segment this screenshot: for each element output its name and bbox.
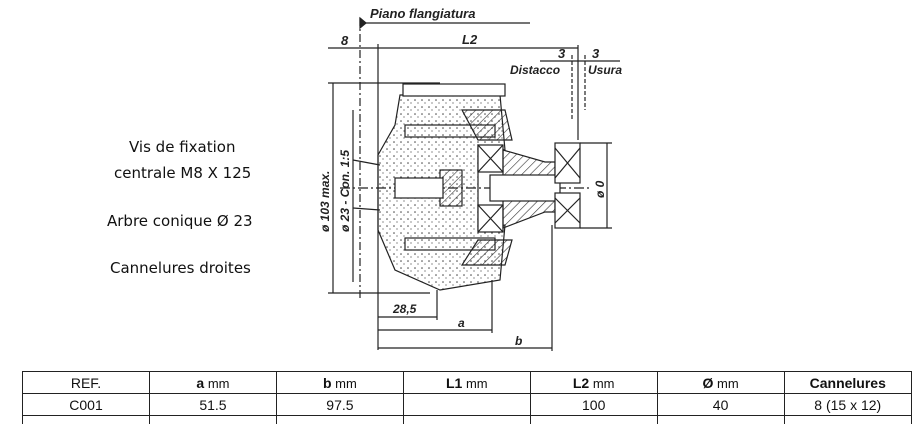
table-header-row: REF. a mm b mm L1 mm L2 mm Ø mm Cannelur… — [22, 371, 913, 394]
stub-cell — [529, 415, 658, 424]
header-splines: Cannelures — [783, 371, 913, 394]
cell-l2: 100 — [529, 393, 658, 416]
specs-table: REF. a mm b mm L1 mm L2 mm Ø mm Cannelur… — [22, 371, 913, 424]
label-dim-a: a — [458, 316, 465, 330]
table-row-partial — [22, 415, 913, 424]
table-row: C001 51.5 97.5 100 40 8 (15 x 12) — [22, 393, 913, 416]
cell-l1 — [402, 393, 531, 416]
technical-drawing: Piano flangiatura 8 L2 3 3 Distacco Usur… — [318, 6, 622, 351]
header-b-unit: mm — [331, 375, 357, 391]
header-l2-label: L2 — [572, 374, 590, 391]
header-l1-label: L1 — [446, 374, 463, 391]
stub-cell — [783, 415, 913, 424]
note-central-screw: centrale M8 X 125 — [114, 164, 252, 182]
note-conical-shaft: Arbre conique Ø 23 — [107, 212, 253, 230]
header-diameter: Ø mm — [656, 371, 785, 394]
stub-cell — [22, 415, 150, 424]
label-flange-plane: Piano flangiatura — [370, 6, 475, 21]
header-b-label: b — [322, 374, 332, 391]
header-l2: L2 mm — [529, 371, 658, 394]
header-a: a mm — [149, 371, 277, 394]
label-dim-3-usura: 3 — [592, 46, 600, 61]
header-diameter-label: Ø — [702, 374, 714, 391]
label-distacco: Distacco — [510, 63, 560, 77]
cell-ref: C001 — [22, 393, 150, 416]
header-l2-unit: mm — [589, 375, 615, 391]
header-b: b mm — [275, 371, 404, 394]
header-splines-label: Cannelures — [809, 374, 886, 391]
cell-splines: 8 (15 x 12) — [783, 393, 913, 416]
label-dia-0: ø 0 — [593, 180, 607, 198]
label-dim-3-distacco: 3 — [558, 46, 566, 61]
stub-cell — [275, 415, 404, 424]
stub-cell — [149, 415, 277, 424]
label-usura: Usura — [588, 63, 622, 77]
label-dim-8: 8 — [341, 33, 349, 48]
header-diameter-unit: mm — [713, 375, 739, 391]
label-dim-b: b — [515, 334, 522, 348]
cell-a: 51.5 — [149, 393, 277, 416]
header-a-unit: mm — [204, 375, 230, 391]
cell-diameter: 40 — [656, 393, 785, 416]
header-l1-unit: mm — [462, 375, 488, 391]
stub-cell — [656, 415, 785, 424]
label-dim-28-5: 28,5 — [392, 302, 417, 316]
header-a-label: a — [196, 374, 205, 391]
label-dia-23: ø 23 - Con. 1:5 — [338, 150, 352, 232]
header-ref: REF. — [22, 371, 150, 394]
cell-b: 97.5 — [275, 393, 404, 416]
label-dia-103: ø 103 max. — [318, 171, 332, 232]
stub-cell — [402, 415, 531, 424]
header-ref-label: REF. — [70, 374, 102, 391]
note-splines: Cannelures droites — [110, 259, 251, 277]
note-fixation-screw: Vis de fixation — [129, 138, 236, 156]
label-dim-l2: L2 — [462, 32, 478, 47]
header-l1: L1 mm — [402, 371, 531, 394]
